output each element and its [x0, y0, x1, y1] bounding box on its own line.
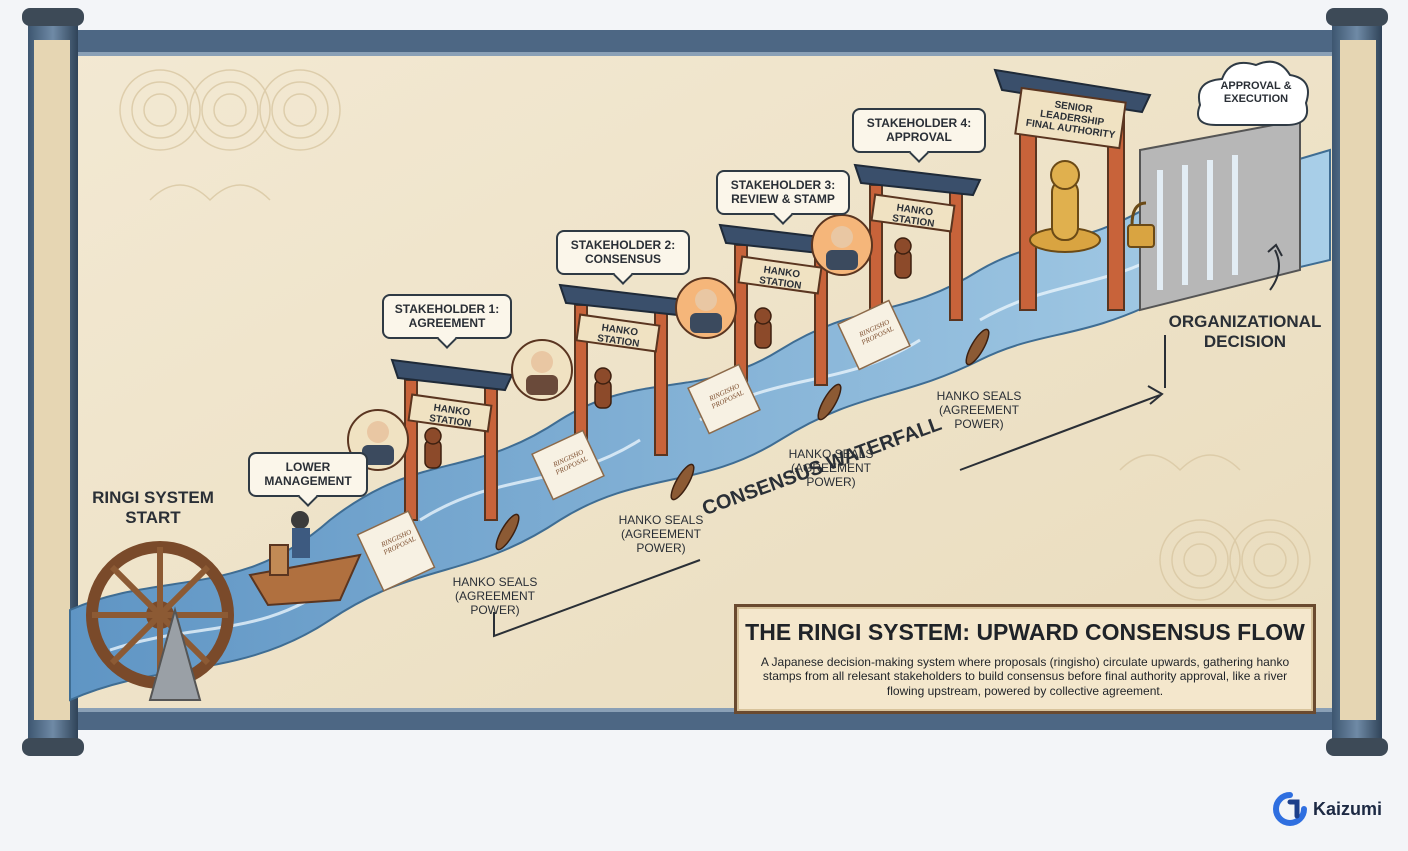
senior-gate [993, 68, 1155, 311]
organizational-decision-label: ORGANIZATIONAL DECISION [1168, 312, 1322, 351]
hanko-gate-4 [853, 163, 982, 321]
bubble-stakeholder-4: STAKEHOLDER 4: APPROVAL [852, 108, 986, 153]
propellers [495, 328, 990, 551]
boat [248, 511, 362, 607]
consensus-arrow [493, 243, 1283, 638]
stakeholder-portraits [347, 214, 873, 471]
brand-name: Kaizumi [1312, 798, 1382, 819]
bubble-stakeholder-2: STAKEHOLDER 2: CONSENSUS [556, 230, 690, 275]
brand-logo[interactable]: Kaizumi [1273, 792, 1382, 826]
hanko-stamps [424, 237, 912, 469]
seal-label-2: HANKO SEALS (AGREEMENT POWER) [618, 513, 704, 555]
dam [1139, 118, 1301, 312]
bubble-stakeholder-1: STAKEHOLDER 1: AGREEMENT [382, 294, 512, 339]
main-description: A Japanese decision-making system where … [760, 655, 1290, 698]
title-box: THE RINGI SYSTEM: UPWARD CONSENSUS FLOW … [734, 604, 1316, 714]
hanko-gate-2 [558, 283, 687, 456]
approval-cloud [1197, 60, 1309, 126]
approval-execution-label: APPROVAL & EXECUTION [1220, 80, 1292, 105]
seal-label-1: HANKO SEALS (AGREEMENT POWER) [452, 575, 538, 617]
water-wheel [86, 541, 234, 701]
footer-strip [0, 766, 1408, 851]
wave-pattern [119, 69, 1311, 601]
main-title: THE RINGI SYSTEM: UPWARD CONSENSUS FLOW [745, 619, 1305, 645]
bubble-lower-management: LOWER MANAGEMENT [248, 452, 368, 497]
seal-label-3: HANKO SEALS (AGREEMENT POWER) [788, 447, 874, 489]
bubble-stakeholder-3: STAKEHOLDER 3: REVIEW & STAMP [716, 170, 850, 215]
seal-label-4: HANKO SEALS (AGREEMENT POWER) [936, 389, 1022, 431]
kaizumi-logo-icon [1273, 792, 1307, 826]
hanko-gate-1 [390, 358, 514, 521]
start-label: RINGI SYSTEM START [92, 488, 214, 527]
proposal-papers [356, 299, 911, 592]
